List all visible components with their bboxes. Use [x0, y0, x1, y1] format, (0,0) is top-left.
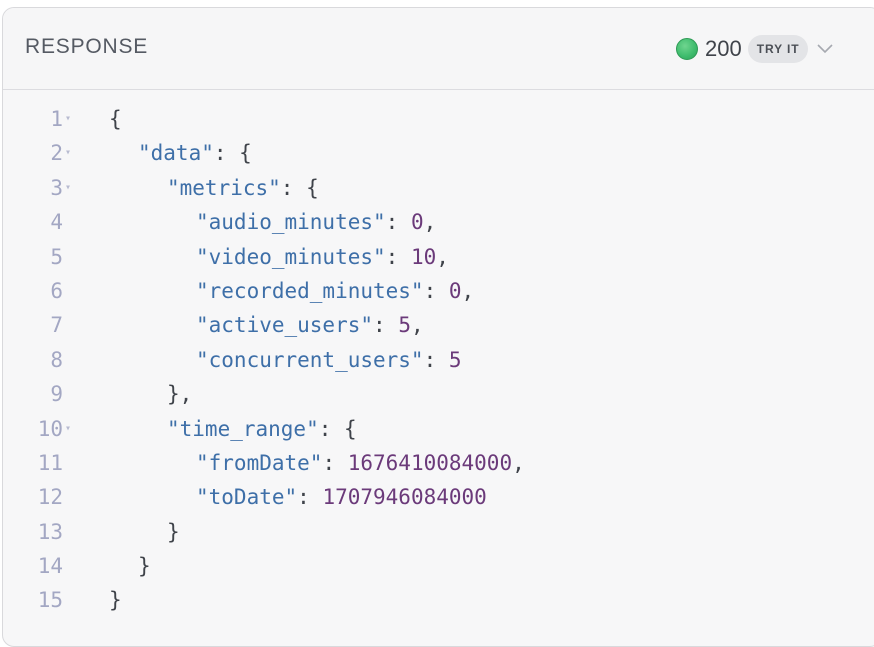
- json-number: 5: [448, 347, 462, 372]
- code-line: 13}: [3, 515, 874, 549]
- line-number: 8: [50, 347, 63, 372]
- code-content: "concurrent_users": 5: [196, 343, 462, 377]
- line-number: 9: [50, 382, 63, 407]
- code-line: 15}: [3, 583, 874, 617]
- chevron-down-icon[interactable]: [816, 40, 834, 58]
- json-punctuation: {: [109, 107, 122, 131]
- fold-toggle-icon[interactable]: ▾: [65, 113, 72, 124]
- code-line: 3▾ "metrics": {: [3, 171, 874, 205]
- json-punctuation: }: [167, 519, 180, 544]
- json-key: "data": [138, 141, 214, 166]
- json-punctuation: :: [297, 485, 323, 510]
- try-it-button[interactable]: TRY IT: [747, 35, 809, 63]
- json-key: "concurrent_users": [196, 347, 424, 372]
- json-punctuation: : {: [318, 416, 357, 441]
- json-punctuation: :: [385, 244, 411, 269]
- json-key: "active_users": [196, 313, 374, 338]
- code-line: 14}: [3, 549, 874, 583]
- json-punctuation: ,: [423, 210, 437, 235]
- json-punctuation: ,: [410, 313, 424, 338]
- json-punctuation: :: [373, 313, 399, 338]
- response-title: RESPONSE: [25, 35, 149, 58]
- code-line: 11 "fromDate": 1676410084000,: [3, 446, 874, 480]
- code-line: 12 "toDate": 1707946084000: [3, 480, 874, 514]
- code-content: "fromDate": 1676410084000,: [196, 446, 525, 480]
- code-content: "toDate": 1707946084000: [196, 480, 487, 514]
- json-punctuation: ,: [512, 450, 525, 475]
- json-punctuation: ,: [461, 278, 475, 303]
- json-punctuation: :: [423, 278, 449, 303]
- json-punctuation: :: [385, 210, 411, 235]
- response-panel: RESPONSE 200 TRY IT 1▾{2▾"data": {3▾"met…: [2, 7, 874, 647]
- json-key: "metrics": [167, 175, 281, 200]
- status-success-icon: [676, 38, 698, 60]
- code-content: "data": {: [138, 136, 252, 170]
- json-code-block: 1▾{2▾"data": {3▾"metrics": {4"audio_minu…: [3, 102, 874, 618]
- json-punctuation: :: [423, 347, 449, 372]
- code-line: 10▾ "time_range": {: [3, 412, 874, 446]
- line-number: 5: [50, 244, 63, 269]
- json-punctuation: }: [109, 588, 122, 613]
- code-line: 6 "recorded_minutes": 0,: [3, 274, 874, 308]
- json-number: 0: [410, 210, 424, 235]
- code-line: 9},: [3, 377, 874, 411]
- json-key: "fromDate": [196, 450, 323, 475]
- code-content: }: [167, 515, 180, 549]
- json-key: "video_minutes": [196, 244, 386, 269]
- json-punctuation: : {: [213, 141, 252, 166]
- line-number: 12: [37, 485, 63, 510]
- fold-toggle-icon[interactable]: ▾: [65, 147, 72, 159]
- code-line: 4 "audio_minutes": 0,: [3, 205, 874, 239]
- code-line: 1▾ {: [3, 102, 874, 136]
- json-number: 5: [398, 313, 411, 338]
- line-number: 2: [50, 141, 63, 166]
- json-key: "audio_minutes": [196, 210, 386, 235]
- line-number: 13: [37, 519, 63, 544]
- json-punctuation: ,: [436, 244, 449, 269]
- json-number: 0: [448, 278, 462, 303]
- line-number: 4: [50, 210, 63, 235]
- line-number: 10: [37, 416, 63, 441]
- status-code: 200: [705, 36, 742, 61]
- code-content: "metrics": {: [167, 171, 319, 205]
- json-punctuation: :: [322, 450, 348, 475]
- json-punctuation: }: [138, 554, 151, 579]
- code-line: 5 "video_minutes": 10,: [3, 240, 874, 274]
- code-content: {: [109, 102, 122, 136]
- fold-toggle-icon[interactable]: ▾: [65, 181, 72, 193]
- line-number: 15: [37, 588, 63, 613]
- line-number: 6: [50, 278, 63, 303]
- line-number: 7: [50, 313, 63, 338]
- code-content: "time_range": {: [167, 412, 357, 446]
- code-line: 7 "active_users": 5,: [3, 308, 874, 342]
- json-punctuation: },: [167, 382, 193, 407]
- response-header[interactable]: RESPONSE 200 TRY IT: [3, 8, 874, 90]
- status-group: 200 TRY IT: [676, 35, 834, 63]
- code-content: }: [109, 583, 122, 617]
- json-number: 1707946084000: [322, 485, 487, 510]
- code-content: "recorded_minutes": 0,: [196, 274, 474, 308]
- json-punctuation: : {: [280, 175, 319, 200]
- json-key: "recorded_minutes": [196, 278, 424, 303]
- json-number: 10: [410, 244, 437, 269]
- code-line: 2▾ "data": {: [3, 136, 874, 170]
- line-number: 1: [50, 107, 63, 131]
- code-content: "video_minutes": 10,: [196, 240, 449, 274]
- json-key: "toDate": [196, 485, 298, 510]
- line-number: 3: [50, 175, 63, 200]
- line-number: 11: [37, 450, 63, 475]
- fold-toggle-icon[interactable]: ▾: [65, 422, 72, 434]
- code-content: },: [167, 377, 192, 411]
- code-content: "active_users": 5,: [196, 308, 424, 342]
- line-number: 14: [37, 554, 63, 579]
- code-content: "audio_minutes": 0,: [196, 205, 436, 239]
- json-number: 1676410084000: [347, 450, 513, 475]
- code-line: 8 "concurrent_users": 5: [3, 343, 874, 377]
- code-content: }: [138, 549, 151, 583]
- json-key: "time_range": [167, 416, 319, 441]
